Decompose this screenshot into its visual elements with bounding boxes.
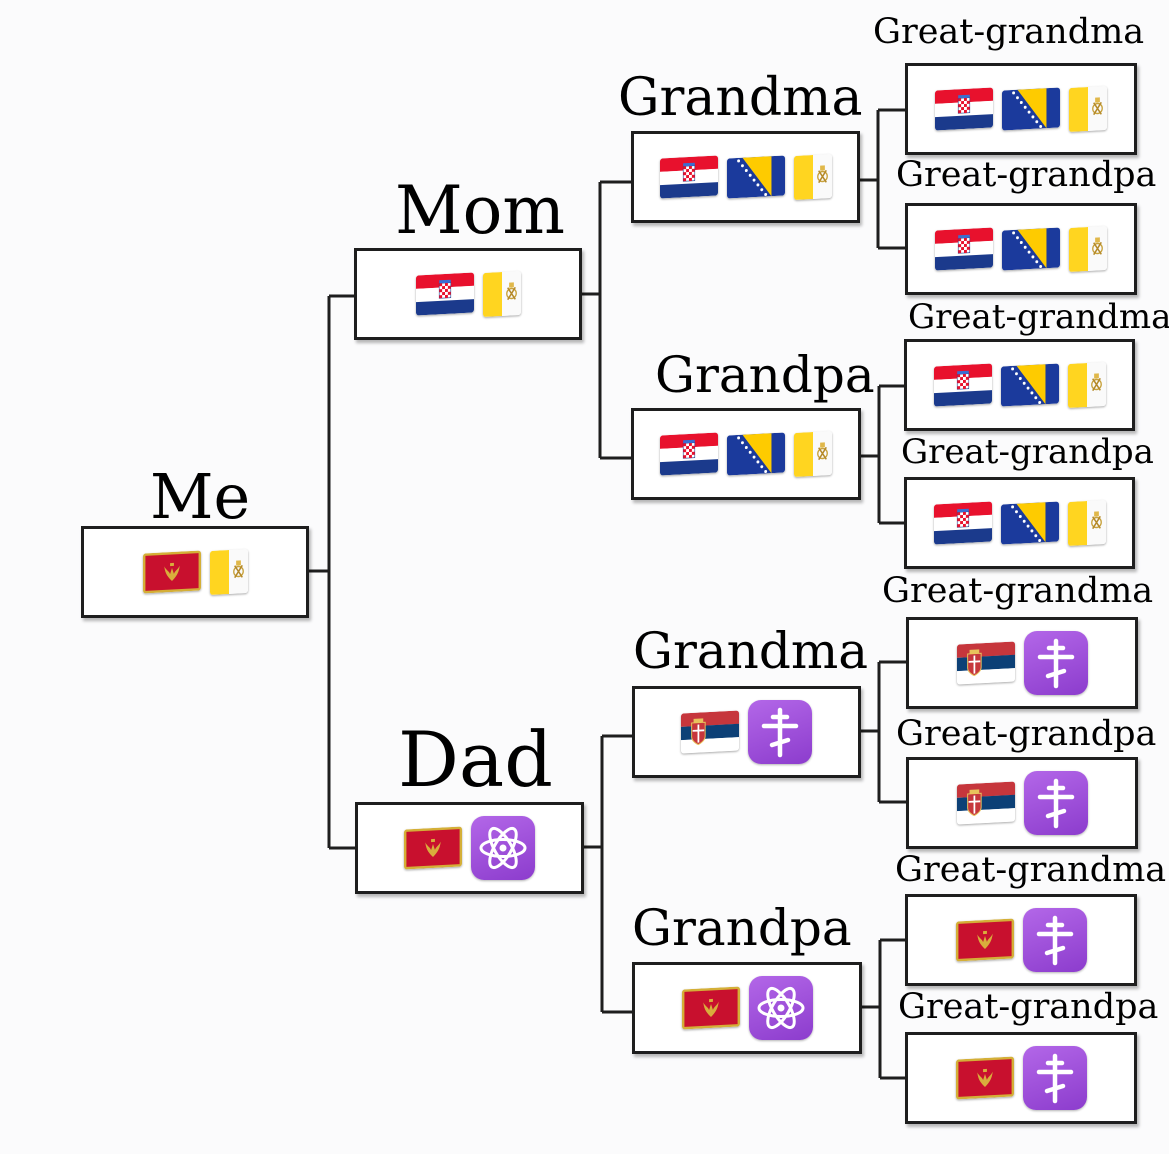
orthodox-cross-icon — [1023, 631, 1088, 695]
montenegro-flag-icon — [404, 826, 462, 870]
label-gg6: Great-grandpa — [896, 714, 1157, 754]
vatican-flag-icon — [793, 154, 832, 200]
montenegro-flag-icon — [681, 986, 740, 1030]
label-gg3: Great-grandma — [908, 297, 1169, 337]
montenegro-flag-icon — [955, 1056, 1014, 1100]
person-box-gg1 — [905, 63, 1137, 155]
bosnia-flag-icon — [1000, 501, 1059, 545]
person-box-gg2 — [905, 203, 1137, 295]
person-box-dad — [355, 802, 584, 894]
croatia-flag-icon — [933, 363, 992, 407]
bosnia-flag-icon — [727, 432, 785, 476]
vatican-flag-icon — [1067, 500, 1106, 546]
person-box-dad-grandma — [632, 686, 861, 778]
atom-symbol-icon — [748, 976, 813, 1040]
orthodox-cross-icon — [1023, 771, 1088, 835]
person-box-gg3 — [904, 339, 1135, 431]
vatican-flag-icon — [209, 549, 248, 595]
person-box-mom — [354, 248, 582, 340]
person-box-dad-grandpa — [632, 962, 862, 1054]
serbia-flag-icon — [956, 641, 1015, 685]
orthodox-cross-icon — [1022, 1046, 1087, 1110]
label-gg5: Great-grandma — [882, 571, 1154, 611]
person-box-gg6 — [906, 757, 1138, 849]
label-me: Me — [150, 460, 251, 533]
montenegro-flag-icon — [142, 550, 201, 594]
person-box-gg7 — [905, 894, 1137, 986]
atom-symbol-icon — [471, 816, 535, 880]
label-mom-grandpa: Grandpa — [655, 346, 875, 404]
label-gg7: Great-grandma — [895, 850, 1167, 890]
vatican-flag-icon — [482, 271, 521, 317]
bosnia-flag-icon — [1000, 363, 1059, 407]
person-box-mom-grandpa — [631, 408, 861, 500]
label-mom: Mom — [395, 172, 565, 249]
label-gg2: Great-grandpa — [896, 155, 1157, 195]
serbia-flag-icon — [681, 710, 739, 754]
bosnia-flag-icon — [726, 155, 785, 199]
label-dad: Dad — [398, 715, 553, 804]
bosnia-flag-icon — [1002, 227, 1060, 271]
person-box-gg8 — [905, 1032, 1137, 1124]
orthodox-cross-icon — [748, 700, 812, 764]
person-box-mom-grandma — [631, 131, 860, 223]
croatia-flag-icon — [660, 432, 718, 476]
orthodox-cross-icon — [1022, 908, 1087, 972]
person-box-gg4 — [904, 477, 1135, 569]
label-dad-grandpa: Grandpa — [632, 899, 852, 957]
croatia-flag-icon — [935, 87, 993, 131]
serbia-flag-icon — [956, 781, 1015, 825]
person-box-me — [81, 526, 309, 618]
croatia-flag-icon — [415, 272, 474, 316]
label-gg1: Great-grandma — [873, 12, 1145, 52]
person-box-gg5 — [906, 617, 1138, 709]
label-mom-grandma: Grandma — [618, 68, 863, 128]
label-gg8: Great-grandpa — [898, 987, 1159, 1027]
vatican-flag-icon — [1069, 86, 1107, 132]
label-dad-grandma: Grandma — [633, 622, 869, 680]
vatican-flag-icon — [1069, 226, 1107, 272]
vatican-flag-icon — [1067, 362, 1106, 408]
bosnia-flag-icon — [1002, 87, 1060, 131]
croatia-flag-icon — [659, 155, 718, 199]
label-gg4: Great-grandpa — [901, 432, 1154, 472]
montenegro-flag-icon — [955, 918, 1014, 962]
croatia-flag-icon — [933, 501, 992, 545]
vatican-flag-icon — [794, 431, 832, 477]
croatia-flag-icon — [935, 227, 993, 271]
